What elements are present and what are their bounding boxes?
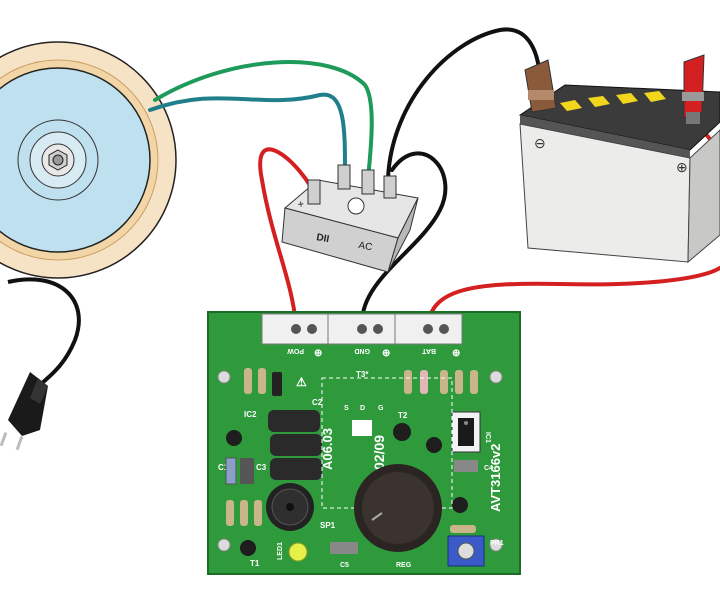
resistor-group-left [244, 368, 478, 396]
ref-c4: C4 [484, 465, 493, 472]
pcb-board-id: AVT3166v2 [488, 444, 503, 512]
wire-black-battery [386, 27, 542, 180]
bridge-rectifier-icon: + DII AC [281, 164, 419, 273]
mains-cord [7, 277, 81, 392]
connector-sign-gnd: ⊕ [382, 348, 390, 359]
ref-t1: T1 [250, 559, 260, 568]
bridge-ac-label: AC [357, 240, 373, 253]
ref-led1: LED1 [277, 542, 284, 560]
warning-symbol: ⚠ [296, 375, 307, 389]
ref-s: S [344, 405, 349, 412]
ref-g: G [378, 405, 384, 412]
ref-pr1: PR1 [490, 540, 504, 547]
pcb-code: A06.03 [320, 428, 335, 470]
led-icon [288, 542, 308, 562]
connector-label-bat: BAT [421, 347, 436, 354]
connector-label-pow: POW [287, 347, 304, 354]
bridge-logo: DII [315, 232, 330, 245]
transformer-icon [0, 41, 177, 279]
battery-plus-symbol: ⊕ [676, 159, 688, 175]
pcb-board-icon: POW ⊕ GND ⊕ BAT ⊕ C2 IC2 C1 C3 T3* S D [207, 311, 521, 575]
ref-sp1: SP1 [320, 521, 336, 530]
battery-minus-symbol: ⊖ [534, 135, 546, 151]
ref-t3: T3* [356, 370, 369, 379]
trimmer-pr1-icon [447, 535, 485, 567]
connector-sign-pow: ⊕ [314, 348, 322, 359]
battery-icon: ⊖ ⊕ [518, 54, 720, 264]
buzzer-icon [266, 483, 314, 531]
clamp-red-icon [682, 54, 705, 124]
potentiometer-knob-icon [354, 464, 442, 552]
wire-green [153, 60, 374, 180]
pcb-version: 02/09 [371, 435, 387, 470]
ref-d: D [360, 405, 365, 412]
ref-reg: REG [396, 562, 412, 569]
wire-red-bat [426, 266, 720, 327]
ref-t2: T2 [398, 411, 408, 420]
ref-c3: C3 [256, 463, 267, 472]
wire-red-pow [258, 147, 320, 327]
wire-teal [148, 92, 347, 172]
terminal-block [261, 313, 463, 345]
ref-ic1: IC1 [484, 432, 491, 443]
ref-c1: C1 [218, 463, 229, 472]
connector-sign-bat: ⊕ [452, 348, 460, 359]
clamp-black-icon [524, 59, 557, 113]
plug-icon [0, 372, 48, 451]
wire-black-gnd [359, 151, 448, 327]
ic1-chip-icon [451, 411, 481, 453]
capacitor-c2 [268, 410, 322, 480]
connector-label-gnd: GND [354, 347, 370, 354]
ref-c5: C5 [340, 562, 349, 569]
bridge-plus-label: + [297, 198, 304, 211]
ref-c2: C2 [312, 398, 323, 407]
ref-ic2: IC2 [244, 410, 257, 419]
